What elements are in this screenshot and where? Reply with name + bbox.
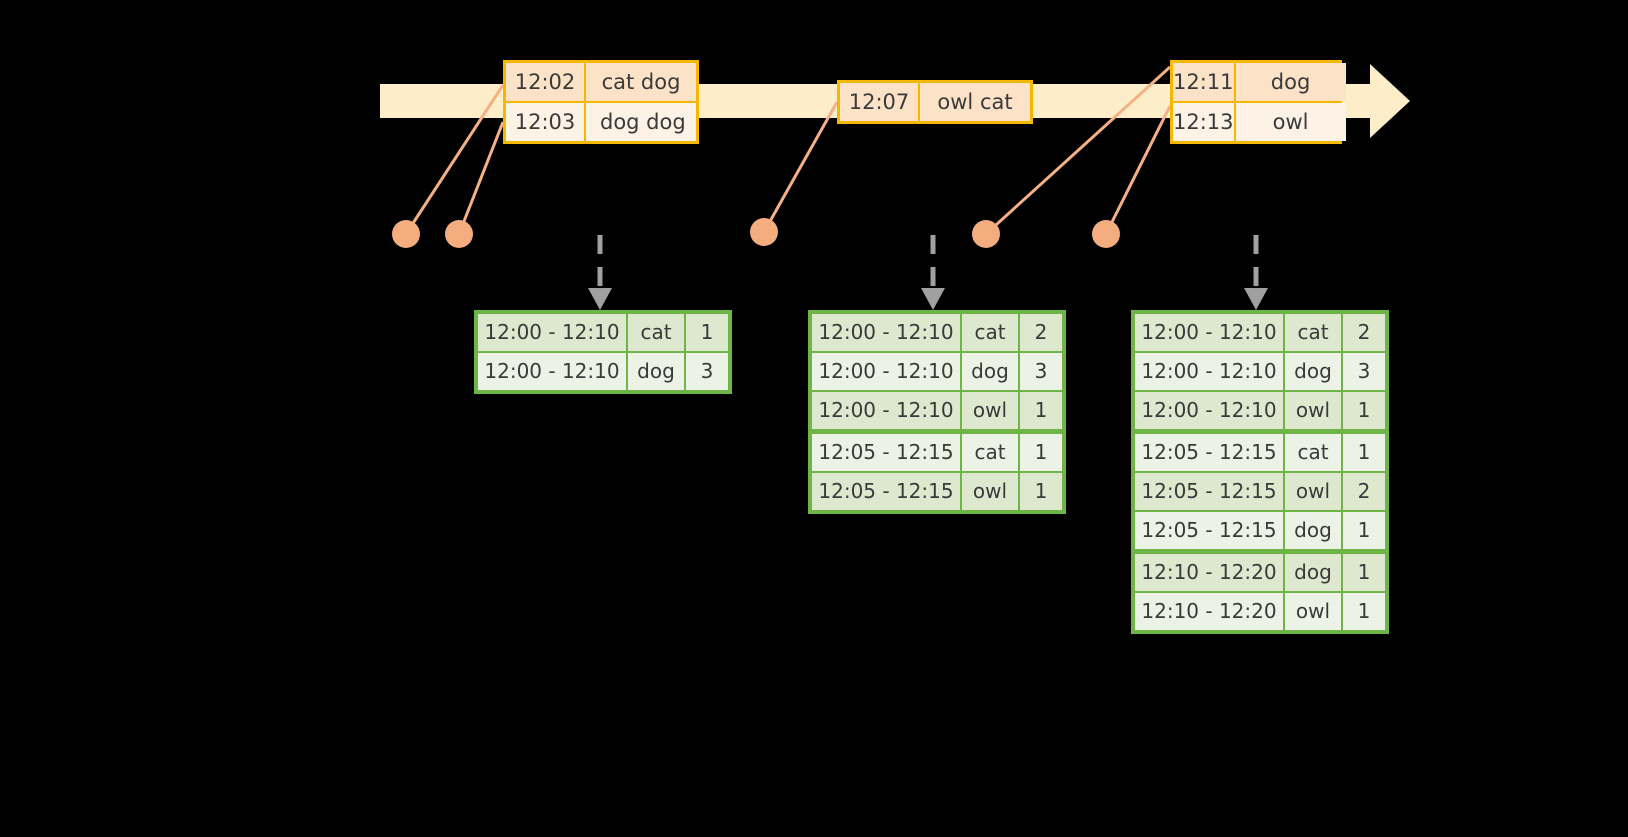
event-row[interactable]: 12:03 dog dog xyxy=(506,101,696,141)
event-time: 12:11 xyxy=(1173,63,1236,101)
cell-word: dog xyxy=(628,353,686,390)
event-dot-12-11 xyxy=(972,220,1000,248)
connector-line-12-07 xyxy=(762,101,839,233)
cell-count: 1 xyxy=(1020,434,1062,471)
cell-count: 1 xyxy=(1020,473,1062,510)
event-words: dog dog xyxy=(586,103,696,141)
cell-word: cat xyxy=(1285,434,1343,471)
cell-word: dog xyxy=(962,353,1020,390)
timeline-arrowhead xyxy=(1370,64,1410,138)
cell-window: 12:00 - 12:10 xyxy=(478,353,628,390)
connector-line-12-03 xyxy=(457,121,505,235)
cell-window: 12:00 - 12:10 xyxy=(812,392,962,429)
cell-count: 1 xyxy=(1343,392,1385,429)
event-words: owl cat xyxy=(920,83,1030,121)
cell-window: 12:10 - 12:20 xyxy=(1135,593,1285,630)
event-row[interactable]: 12:11 dog xyxy=(1173,63,1346,101)
cell-count: 2 xyxy=(1020,314,1062,351)
event-dot-12-07 xyxy=(750,218,778,246)
cell-window: 12:00 - 12:10 xyxy=(478,314,628,351)
cell-word: owl xyxy=(1285,392,1343,429)
connector-line-12-13 xyxy=(1104,105,1172,235)
cell-word: cat xyxy=(628,314,686,351)
cell-count: 1 xyxy=(1343,434,1385,471)
cell-window: 12:10 - 12:20 xyxy=(1135,554,1285,591)
cell-window: 12:00 - 12:10 xyxy=(812,353,962,390)
event-dot-12-02 xyxy=(392,220,420,248)
event-row[interactable]: 12:02 cat dog xyxy=(506,63,696,101)
cell-count: 1 xyxy=(1343,512,1385,549)
cell-word: owl xyxy=(1285,593,1343,630)
event-group-3[interactable]: 12:11 dog 12:13 owl xyxy=(1170,60,1346,144)
cell-window: 12:00 - 12:10 xyxy=(1135,353,1285,390)
connector-line-12-02 xyxy=(404,84,505,235)
event-words: dog xyxy=(1235,63,1346,101)
cell-word: cat xyxy=(962,434,1020,471)
cell-window: 12:05 - 12:15 xyxy=(1135,434,1285,471)
cell-word: cat xyxy=(1285,314,1343,351)
cell-word: owl xyxy=(1285,473,1343,510)
cell-window: 12:05 - 12:15 xyxy=(1135,512,1285,549)
event-group-2[interactable]: 12:07 owl cat xyxy=(837,80,1033,124)
event-dot-12-13 xyxy=(1092,220,1120,248)
dashed-arrow-to-table-3 xyxy=(1244,235,1268,310)
cell-window: 12:05 - 12:15 xyxy=(812,473,962,510)
event-time: 12:02 xyxy=(506,63,586,101)
event-time: 12:03 xyxy=(506,103,586,141)
cell-word: dog xyxy=(1285,512,1343,549)
cell-count: 2 xyxy=(1343,314,1385,351)
event-group-1[interactable]: 12:02 cat dog 12:03 dog dog xyxy=(503,60,699,144)
event-row[interactable]: 12:07 owl cat xyxy=(840,83,1030,121)
cell-count: 3 xyxy=(1343,353,1385,390)
cell-count: 3 xyxy=(1020,353,1062,390)
dashed-arrow-to-table-1 xyxy=(588,235,612,310)
event-words: owl xyxy=(1235,103,1346,141)
cell-window: 12:00 - 12:10 xyxy=(1135,314,1285,351)
event-time: 12:07 xyxy=(840,83,920,121)
cell-window: 12:00 - 12:10 xyxy=(1135,392,1285,429)
event-row[interactable]: 12:13 owl xyxy=(1173,101,1346,141)
cell-window: 12:00 - 12:10 xyxy=(812,314,962,351)
cell-count: 3 xyxy=(686,353,728,390)
cell-word: owl xyxy=(962,392,1020,429)
event-words: cat dog xyxy=(586,63,696,101)
cell-word: dog xyxy=(1285,554,1343,591)
cell-count: 1 xyxy=(1343,593,1385,630)
event-dot-12-03 xyxy=(445,220,473,248)
cell-window: 12:05 - 12:15 xyxy=(812,434,962,471)
cell-word: owl xyxy=(962,473,1020,510)
event-time: 12:13 xyxy=(1173,103,1236,141)
cell-count: 1 xyxy=(686,314,728,351)
cell-count: 2 xyxy=(1343,473,1385,510)
cell-count: 1 xyxy=(1020,392,1062,429)
cell-word: dog xyxy=(1285,353,1343,390)
cell-count: 1 xyxy=(1343,554,1385,591)
cell-window: 12:05 - 12:15 xyxy=(1135,473,1285,510)
dashed-arrow-to-table-2 xyxy=(921,235,945,310)
cell-word: cat xyxy=(962,314,1020,351)
